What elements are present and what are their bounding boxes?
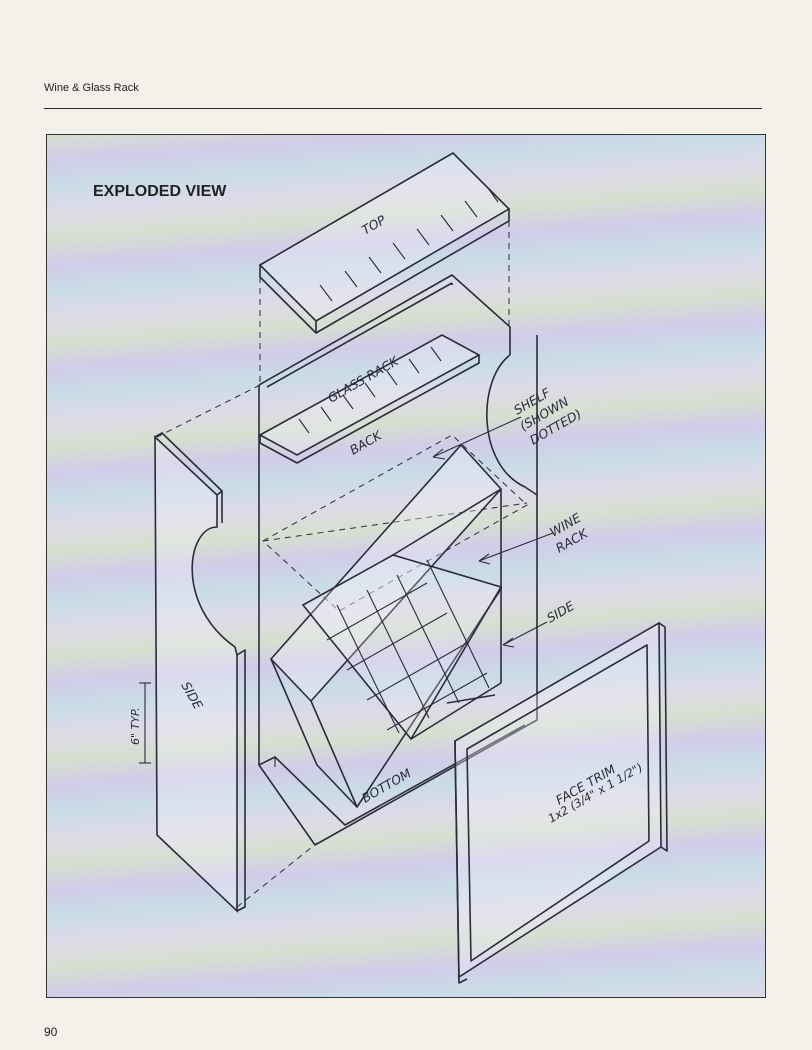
cabinet: [258, 274, 538, 846]
label-back: BACK: [347, 427, 386, 458]
label-side-right: SIDE: [544, 598, 577, 626]
label-dimension: 6" TYP.: [129, 707, 142, 745]
exploded-drawing: TOP GLASS RACK BACK SHELF (SHOWN DOTTED)…: [129, 151, 668, 984]
running-head: Wine & Glass Rack: [44, 82, 139, 94]
figure-title: EXPLODED VIEW: [93, 183, 227, 200]
face-trim-frame: [454, 621, 668, 984]
exploded-view-figure: EXPLODED VIEW: [46, 134, 766, 998]
header-rule: [44, 108, 762, 109]
dimension-marker: [139, 682, 151, 764]
top-board: [258, 151, 511, 334]
wine-rack: [269, 443, 503, 808]
page-number: 90: [44, 1025, 58, 1039]
label-bottom: BOTTOM: [359, 765, 414, 805]
left-side-panel: [154, 432, 246, 913]
leader-arrows: [432, 416, 554, 648]
